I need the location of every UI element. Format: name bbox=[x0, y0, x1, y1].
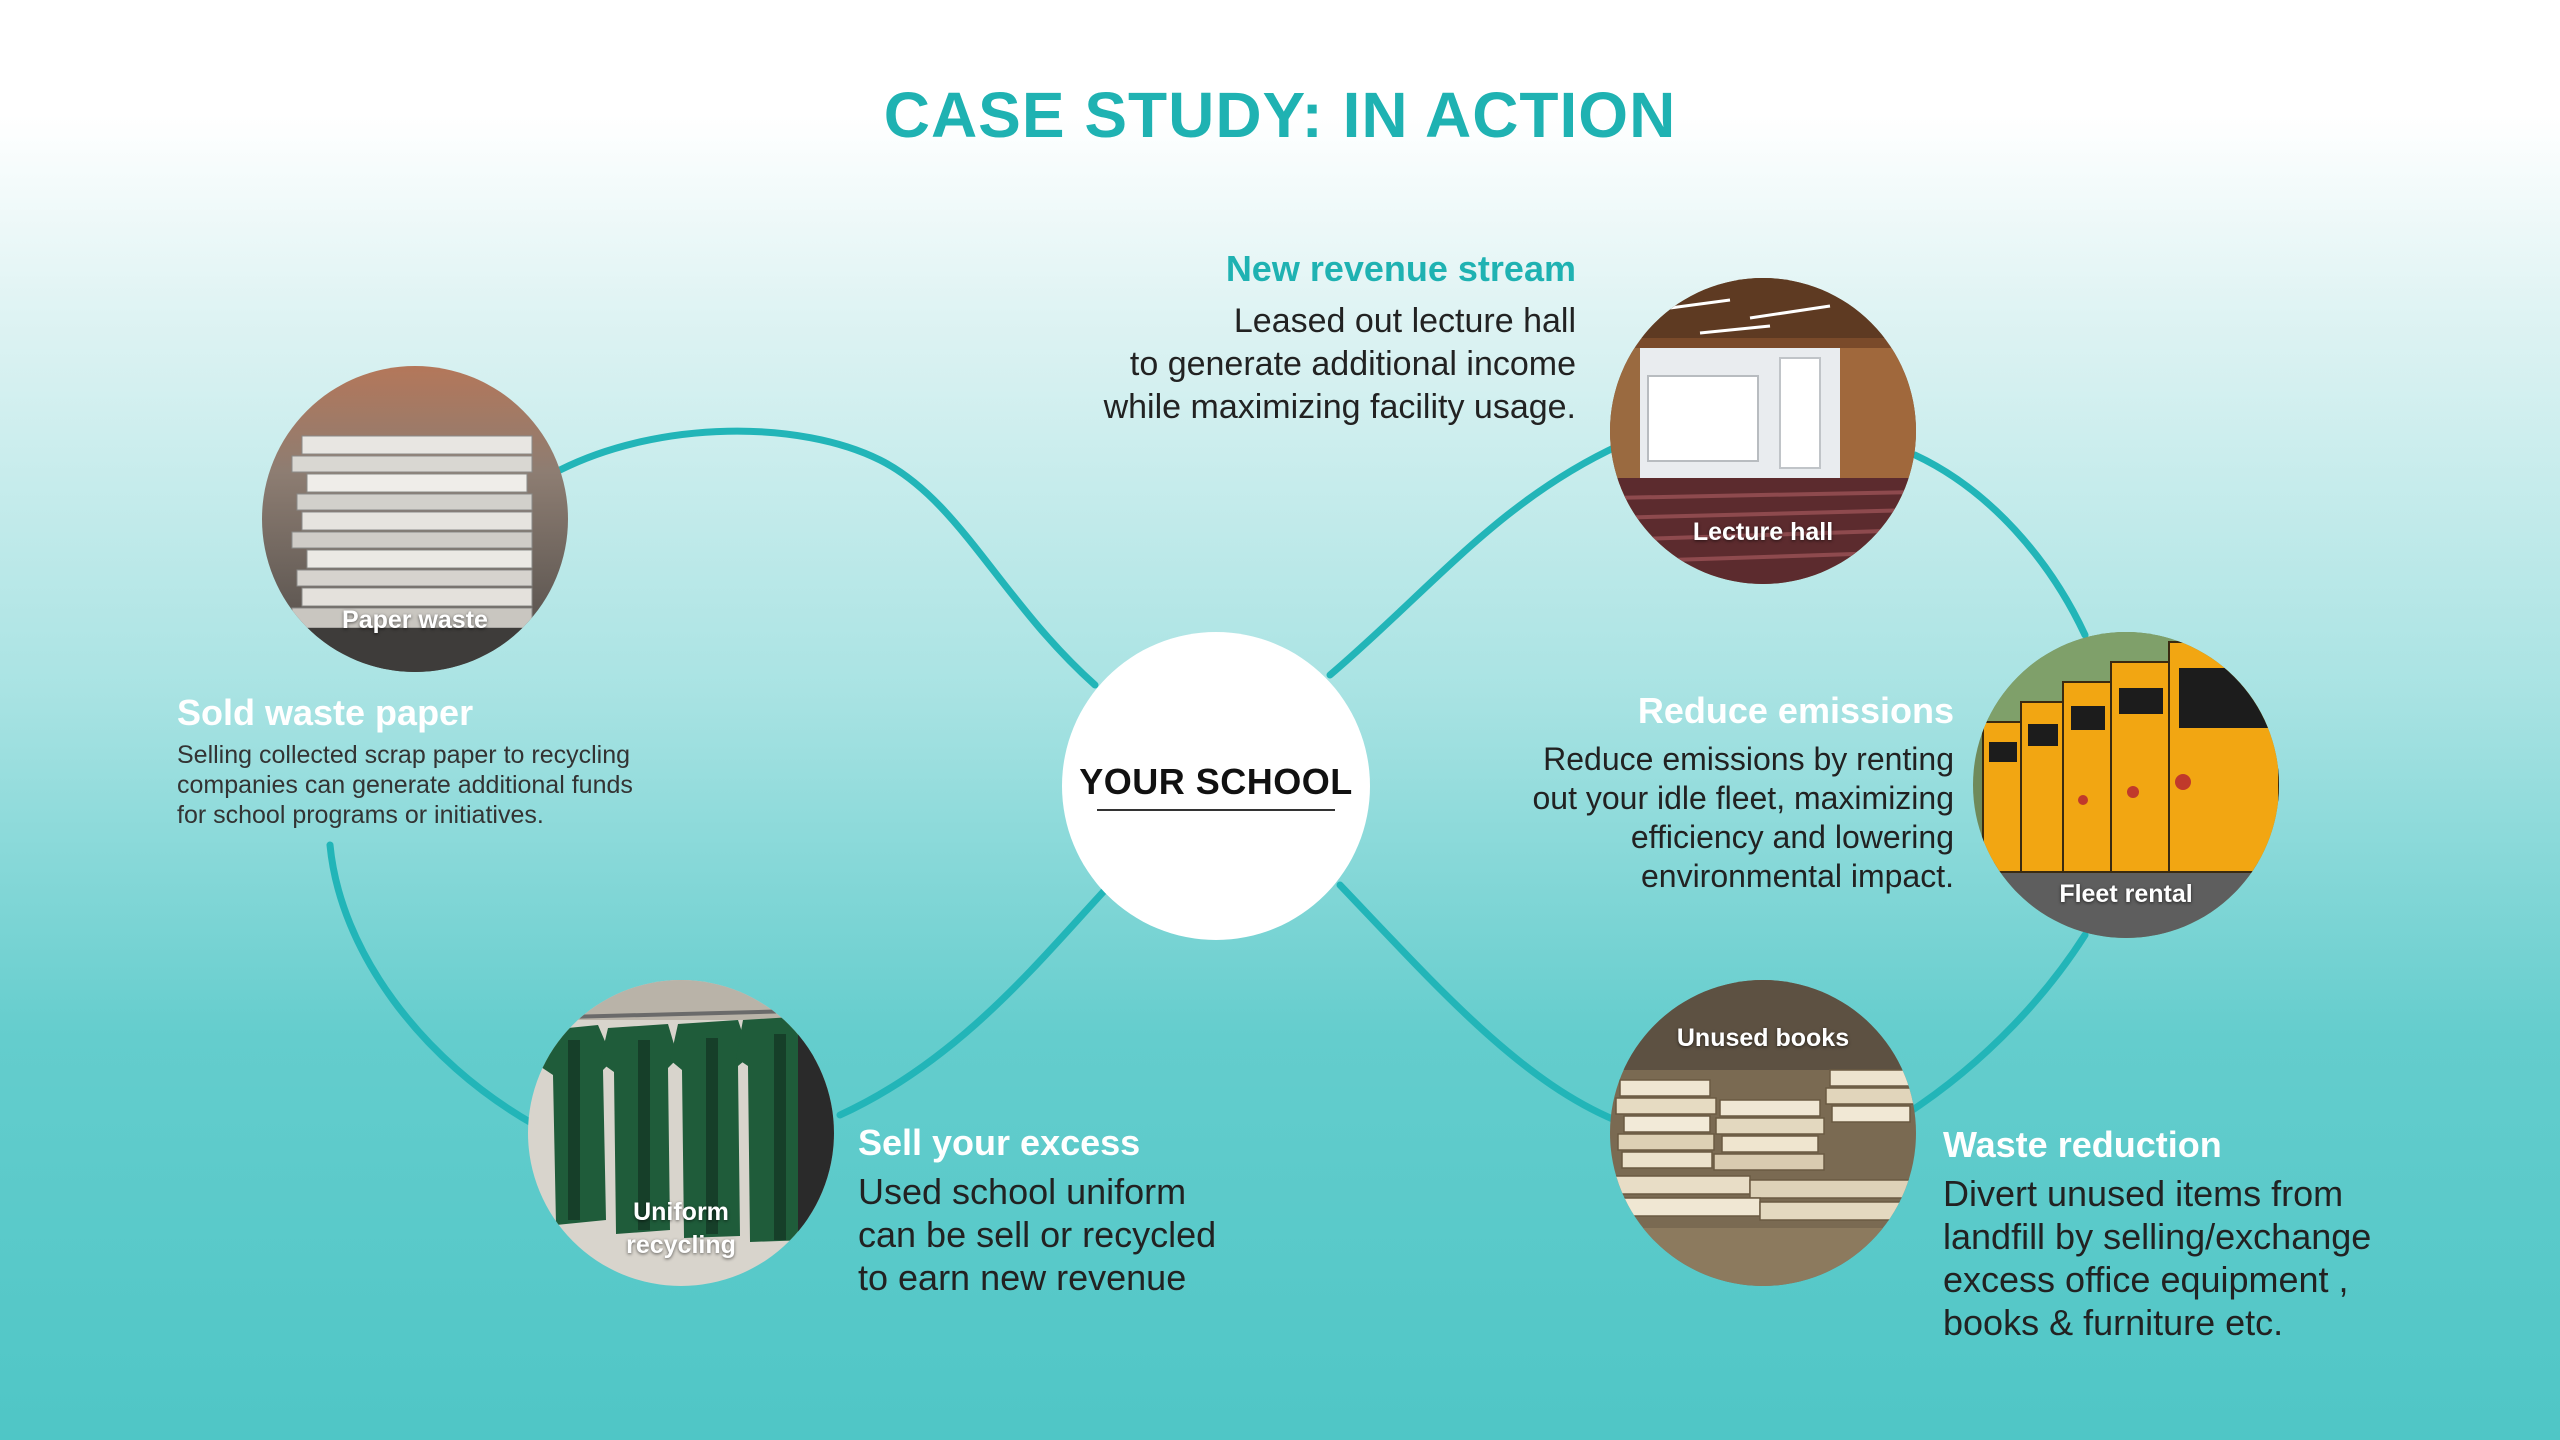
unused-books-image: Unused books bbox=[1610, 980, 1916, 1286]
paper-text-block: Sold waste paper Selling collected scrap… bbox=[177, 692, 797, 830]
paper-heading: Sold waste paper bbox=[177, 692, 474, 733]
paper-waste-label: Paper waste bbox=[342, 606, 488, 634]
center-node: YOUR SCHOOL bbox=[1062, 632, 1370, 940]
books-body: Divert unused items from landfill by sel… bbox=[1943, 1173, 2372, 1343]
center-underline bbox=[1097, 809, 1335, 811]
uniform-text-block: Sell your excess Used school uniform can… bbox=[858, 1122, 1458, 1299]
paper-body: Selling collected scrap paper to recycli… bbox=[177, 741, 633, 829]
books-heading: Waste reduction bbox=[1943, 1124, 2222, 1165]
uniform-recycling-label: Uniform recycling bbox=[626, 1198, 736, 1259]
fleet-body: Reduce emissions by renting out your idl… bbox=[1532, 741, 1954, 894]
fleet-rental-image: Fleet rental bbox=[1973, 632, 2279, 938]
books-text-block: Waste reduction Divert unused items from… bbox=[1943, 1124, 2543, 1344]
unused-books-label: Unused books bbox=[1676, 1024, 1850, 1052]
fleet-rental-label: Fleet rental bbox=[2059, 880, 2193, 908]
paper-waste-image: Paper waste bbox=[262, 366, 568, 672]
lecture-hall-label: Lecture hall bbox=[1692, 518, 1834, 546]
uniform-heading: Sell your excess bbox=[858, 1122, 1141, 1163]
fleet-text-block: Reduce emissions Reduce emissions by ren… bbox=[1350, 690, 1954, 896]
uniform-recycling-image: Uniform recycling bbox=[528, 980, 834, 1286]
lecture-body: Leased out lecture hall to generate addi… bbox=[1103, 302, 1576, 426]
page-title: CASE STUDY: IN ACTION bbox=[883, 79, 1677, 151]
fleet-heading: Reduce emissions bbox=[1637, 690, 1954, 731]
lecture-hall-image: Lecture hall bbox=[1610, 278, 1916, 584]
uniform-body: Used school uniform can be sell or recyc… bbox=[858, 1171, 1217, 1298]
center-label: YOUR SCHOOL bbox=[1079, 761, 1353, 802]
lecture-heading: New revenue stream bbox=[1225, 248, 1576, 289]
lecture-text-block: New revenue stream Leased out lecture ha… bbox=[900, 248, 1576, 429]
